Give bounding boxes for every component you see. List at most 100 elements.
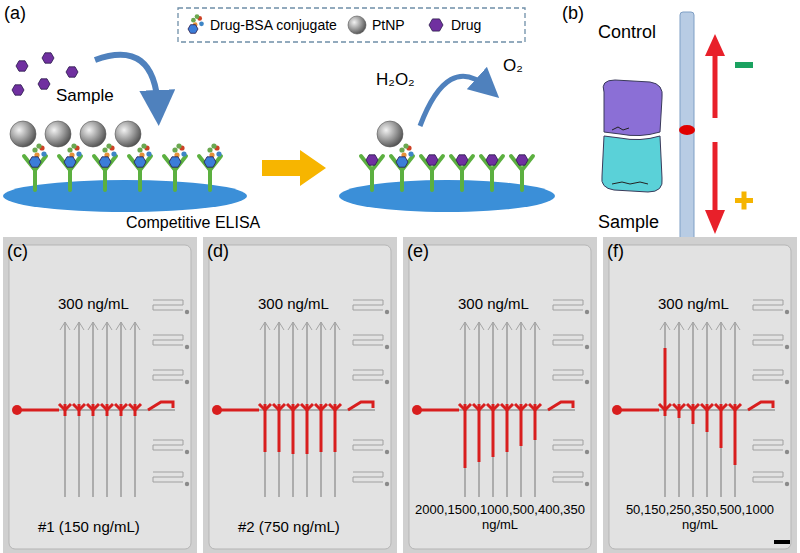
port (385, 482, 389, 486)
bsa-protein (403, 143, 408, 148)
drug-hexagon (38, 79, 50, 89)
antibody (164, 156, 186, 190)
bsa-protein (399, 147, 404, 152)
channel-junction (102, 322, 112, 330)
ink-chevron (59, 404, 71, 410)
crack-mark (612, 127, 629, 130)
port (385, 310, 389, 314)
drug-hexagon (169, 157, 181, 167)
ink-chevron (115, 404, 127, 410)
chip-photo (3, 237, 197, 553)
legend-sample (184, 14, 206, 36)
port (185, 345, 189, 349)
chip-plate (609, 245, 791, 549)
serpentine (753, 335, 783, 345)
ink-chevron (687, 404, 699, 410)
serpentine (753, 472, 783, 482)
legend-sample (346, 14, 368, 36)
port (385, 380, 389, 384)
port (185, 310, 189, 314)
panel-label: (c) (7, 241, 28, 262)
ink-outlet (748, 402, 773, 410)
drug-hexagon (456, 155, 468, 165)
ink-chevron (315, 404, 327, 410)
bsa-protein (172, 147, 177, 152)
sample-label: #1 (150 ng/mL) (38, 518, 140, 535)
ink-chevron (73, 404, 85, 410)
channel-junction (74, 322, 84, 330)
ink-chevron (459, 404, 471, 410)
drug-hexagon (42, 53, 54, 63)
sample-label: #2 (750 ng/mL) (238, 518, 340, 535)
chip-photo (403, 237, 597, 553)
port (185, 380, 189, 384)
serpentine (553, 335, 583, 345)
drug-hexagon (12, 85, 24, 95)
channel-junction (274, 322, 284, 330)
bsa-protein (102, 147, 107, 152)
bsa-protein (408, 151, 413, 156)
ink-chevron (259, 404, 271, 410)
electrode-bottom (602, 136, 662, 192)
region-label: Control (598, 22, 656, 43)
serpentine (753, 300, 783, 310)
chip-photo (203, 237, 397, 553)
channel-junction (702, 322, 712, 330)
channel-junction (716, 322, 726, 330)
channel-junction (530, 322, 540, 330)
channel-junction (88, 322, 98, 330)
antibody (129, 156, 151, 190)
panel-label: (a) (4, 3, 26, 24)
serpentine (753, 370, 783, 380)
ink-chevron (659, 404, 671, 410)
scale-bar (774, 540, 790, 544)
bsa-protein (67, 147, 72, 152)
ink-chevron (729, 404, 741, 410)
direction-arrow (713, 52, 718, 118)
ptnp-sphere (45, 121, 71, 147)
concentration-label: 300 ng/mL (658, 295, 729, 312)
bsa-protein (32, 147, 37, 152)
concentration-label: 300 ng/mL (458, 295, 529, 312)
concentration-label: 300 ng/mL (258, 295, 329, 312)
legend-item: Drug (425, 14, 481, 36)
antibody (24, 156, 46, 190)
drug-hexagon (29, 157, 41, 167)
arrow-head (705, 210, 725, 234)
port (385, 450, 389, 454)
ink (217, 409, 259, 412)
ink-chevron (487, 404, 499, 410)
panel-label: (f) (607, 241, 624, 262)
serpentine (153, 335, 183, 345)
bsa-protein (36, 143, 41, 148)
bsa-protein (76, 151, 81, 156)
channel-junction (316, 322, 326, 330)
channel-junction (130, 322, 140, 330)
chip-plate (209, 245, 391, 549)
port (785, 310, 789, 314)
ptnp-sphere (377, 121, 403, 147)
ink-chevron (87, 404, 99, 410)
bsa-protein (146, 151, 151, 156)
channel-junction (474, 322, 484, 330)
reaction-arrow (420, 76, 488, 126)
channel-junction (488, 322, 498, 330)
ink-chevron (473, 404, 485, 410)
concentration-label: 300 ng/mL (58, 295, 129, 312)
ptnp-sphere (80, 121, 106, 147)
input-label: Sample (56, 86, 114, 106)
serpentine (353, 370, 383, 380)
step-arrow (262, 150, 326, 186)
ink-chevron (273, 404, 285, 410)
port (785, 482, 789, 486)
bsa-protein (137, 147, 142, 152)
serpentine (553, 472, 583, 482)
ptnp-sphere (10, 121, 36, 147)
antibody (391, 156, 413, 190)
bsa-protein (211, 143, 216, 148)
legend-text: Drug-BSA conjugate (210, 17, 337, 33)
port (585, 310, 589, 314)
ink-column (464, 404, 467, 468)
ink-column (478, 404, 481, 462)
